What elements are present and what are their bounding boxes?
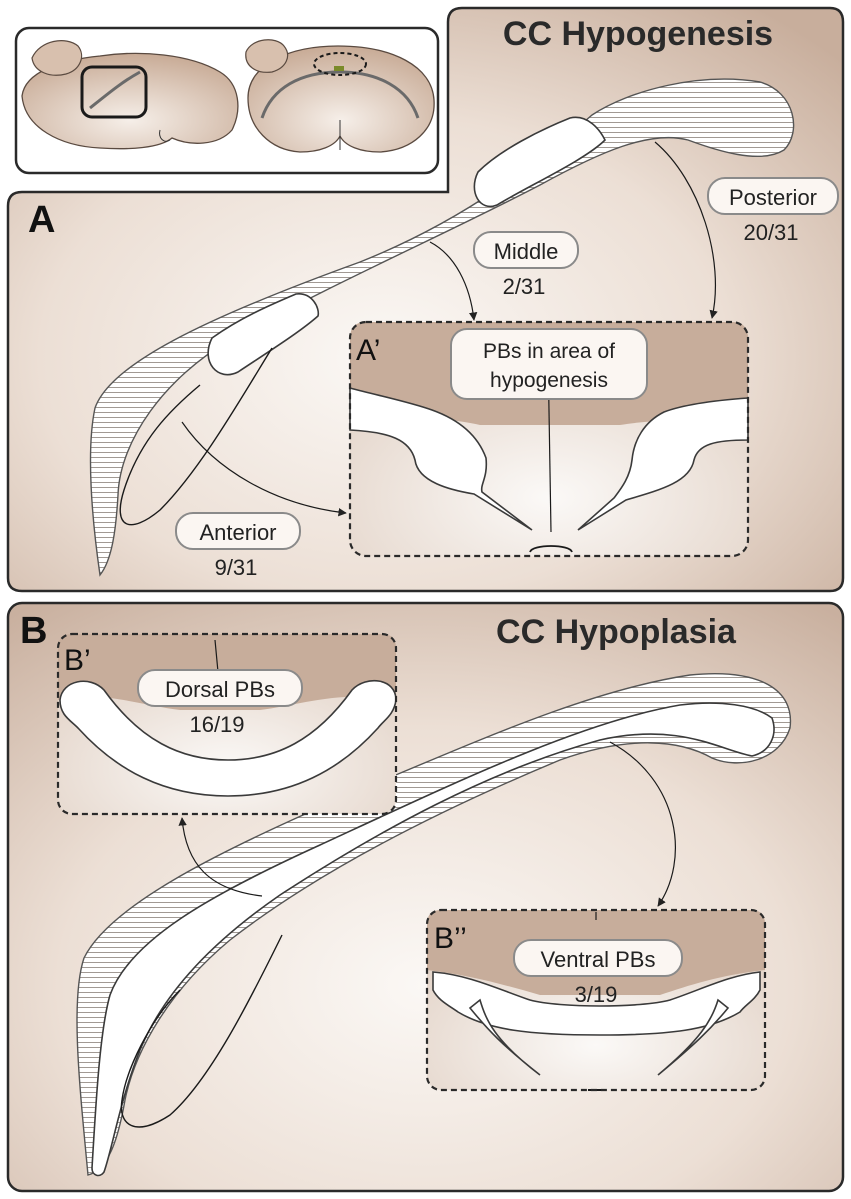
coronal-brain (245, 39, 435, 153)
posterior-label: Posterior (729, 185, 817, 210)
coronal-pb-marker (334, 66, 344, 71)
anterior-label-group: Anterior 9/31 (175, 512, 301, 580)
inset-b-prime-border (56, 632, 398, 816)
arrow-ventral (609, 741, 676, 907)
third-ventricle-notch (529, 545, 573, 553)
arrow-dorsal (178, 817, 263, 897)
corpus-callosum-hypogenesis (89, 78, 795, 577)
olfactory-bulb (31, 40, 83, 76)
inset-a-prime-border (348, 320, 750, 558)
coronal-cc (260, 70, 420, 119)
panel-a-letter: A (28, 199, 55, 241)
cc-white-segment-posterior (473, 116, 606, 208)
dorsal-label: Dorsal PBs (165, 677, 275, 702)
inset-a-prime: A’ PBs in area of hypogenesis (348, 320, 750, 558)
dorsal-pointer-line (214, 639, 219, 673)
right-ventral-pb (657, 998, 730, 1076)
middle-count: 2/31 (503, 274, 546, 299)
sagittal-brain (21, 40, 239, 150)
ventral-label-box (513, 939, 683, 977)
cc-hypoplasia-loop (120, 934, 283, 1128)
cc-anterior-loop (119, 347, 273, 526)
anterior-label: Anterior (199, 520, 276, 545)
right-ventricle-wall (577, 397, 749, 531)
inset-a-prime-letter: A’ (356, 334, 380, 367)
panel-a-title: CC Hypogenesis (503, 15, 773, 53)
cc-white-segment-anterior (207, 293, 320, 376)
corpus-callosum-hypoplasia (76, 673, 792, 1177)
pbs-area-label-line2: hypogenesis (490, 369, 608, 392)
arrow-anterior (181, 421, 347, 517)
anterior-count: 9/31 (215, 555, 258, 580)
brain-orientation-inset (14, 26, 440, 175)
ventral-count: 3/19 (575, 982, 618, 1007)
panel-b-title: CC Hypoplasia (496, 613, 737, 651)
pbs-area-label-line1: PBs in area of (483, 340, 615, 363)
inset-b-double-prime-border (425, 908, 767, 1092)
middle-label-box (473, 231, 579, 269)
anterior-label-box (175, 512, 301, 550)
middle-label-group: Middle 2/31 (473, 231, 579, 299)
coronal-brain-outline (247, 45, 435, 153)
posterior-count: 20/31 (743, 220, 798, 245)
inset-b-prime-letter: B’ (64, 644, 91, 677)
inset-b-double-prime-letter: B’’ (434, 922, 467, 955)
panel-b: B CC Hypoplasia B’ Dorsal PBs 16/19 (6, 601, 845, 1193)
inset-b-prime: B’ Dorsal PBs 16/19 (56, 632, 398, 816)
panel-b-letter: B (20, 610, 47, 652)
middle-label: Middle (494, 239, 559, 264)
left-ventral-pb (468, 998, 541, 1076)
arrow-posterior (654, 141, 718, 319)
brainstem-curl (159, 129, 171, 142)
dorsal-count: 16/19 (189, 712, 244, 737)
left-ventricle-wall (349, 386, 533, 531)
arrow-middle (429, 241, 478, 321)
dorsal-label-box (137, 669, 303, 707)
sagittal-cc-line (89, 70, 141, 110)
sagittal-section-box (80, 65, 148, 119)
posterior-label-box (707, 177, 839, 215)
sagittal-brain-outline (21, 52, 239, 150)
pbs-area-label-box (450, 328, 648, 400)
posterior-label-group: Posterior 20/31 (707, 177, 839, 245)
panel-a: A CC Hypogenesis Middle 2/31 Posterior 2… (6, 6, 845, 593)
coronal-olfactory-bulb (245, 39, 289, 73)
inset-b-double-prime: B’’ Ventral PBs 3/19 (425, 908, 767, 1092)
coronal-roi (313, 52, 367, 76)
ventral-label: Ventral PBs (541, 947, 656, 972)
